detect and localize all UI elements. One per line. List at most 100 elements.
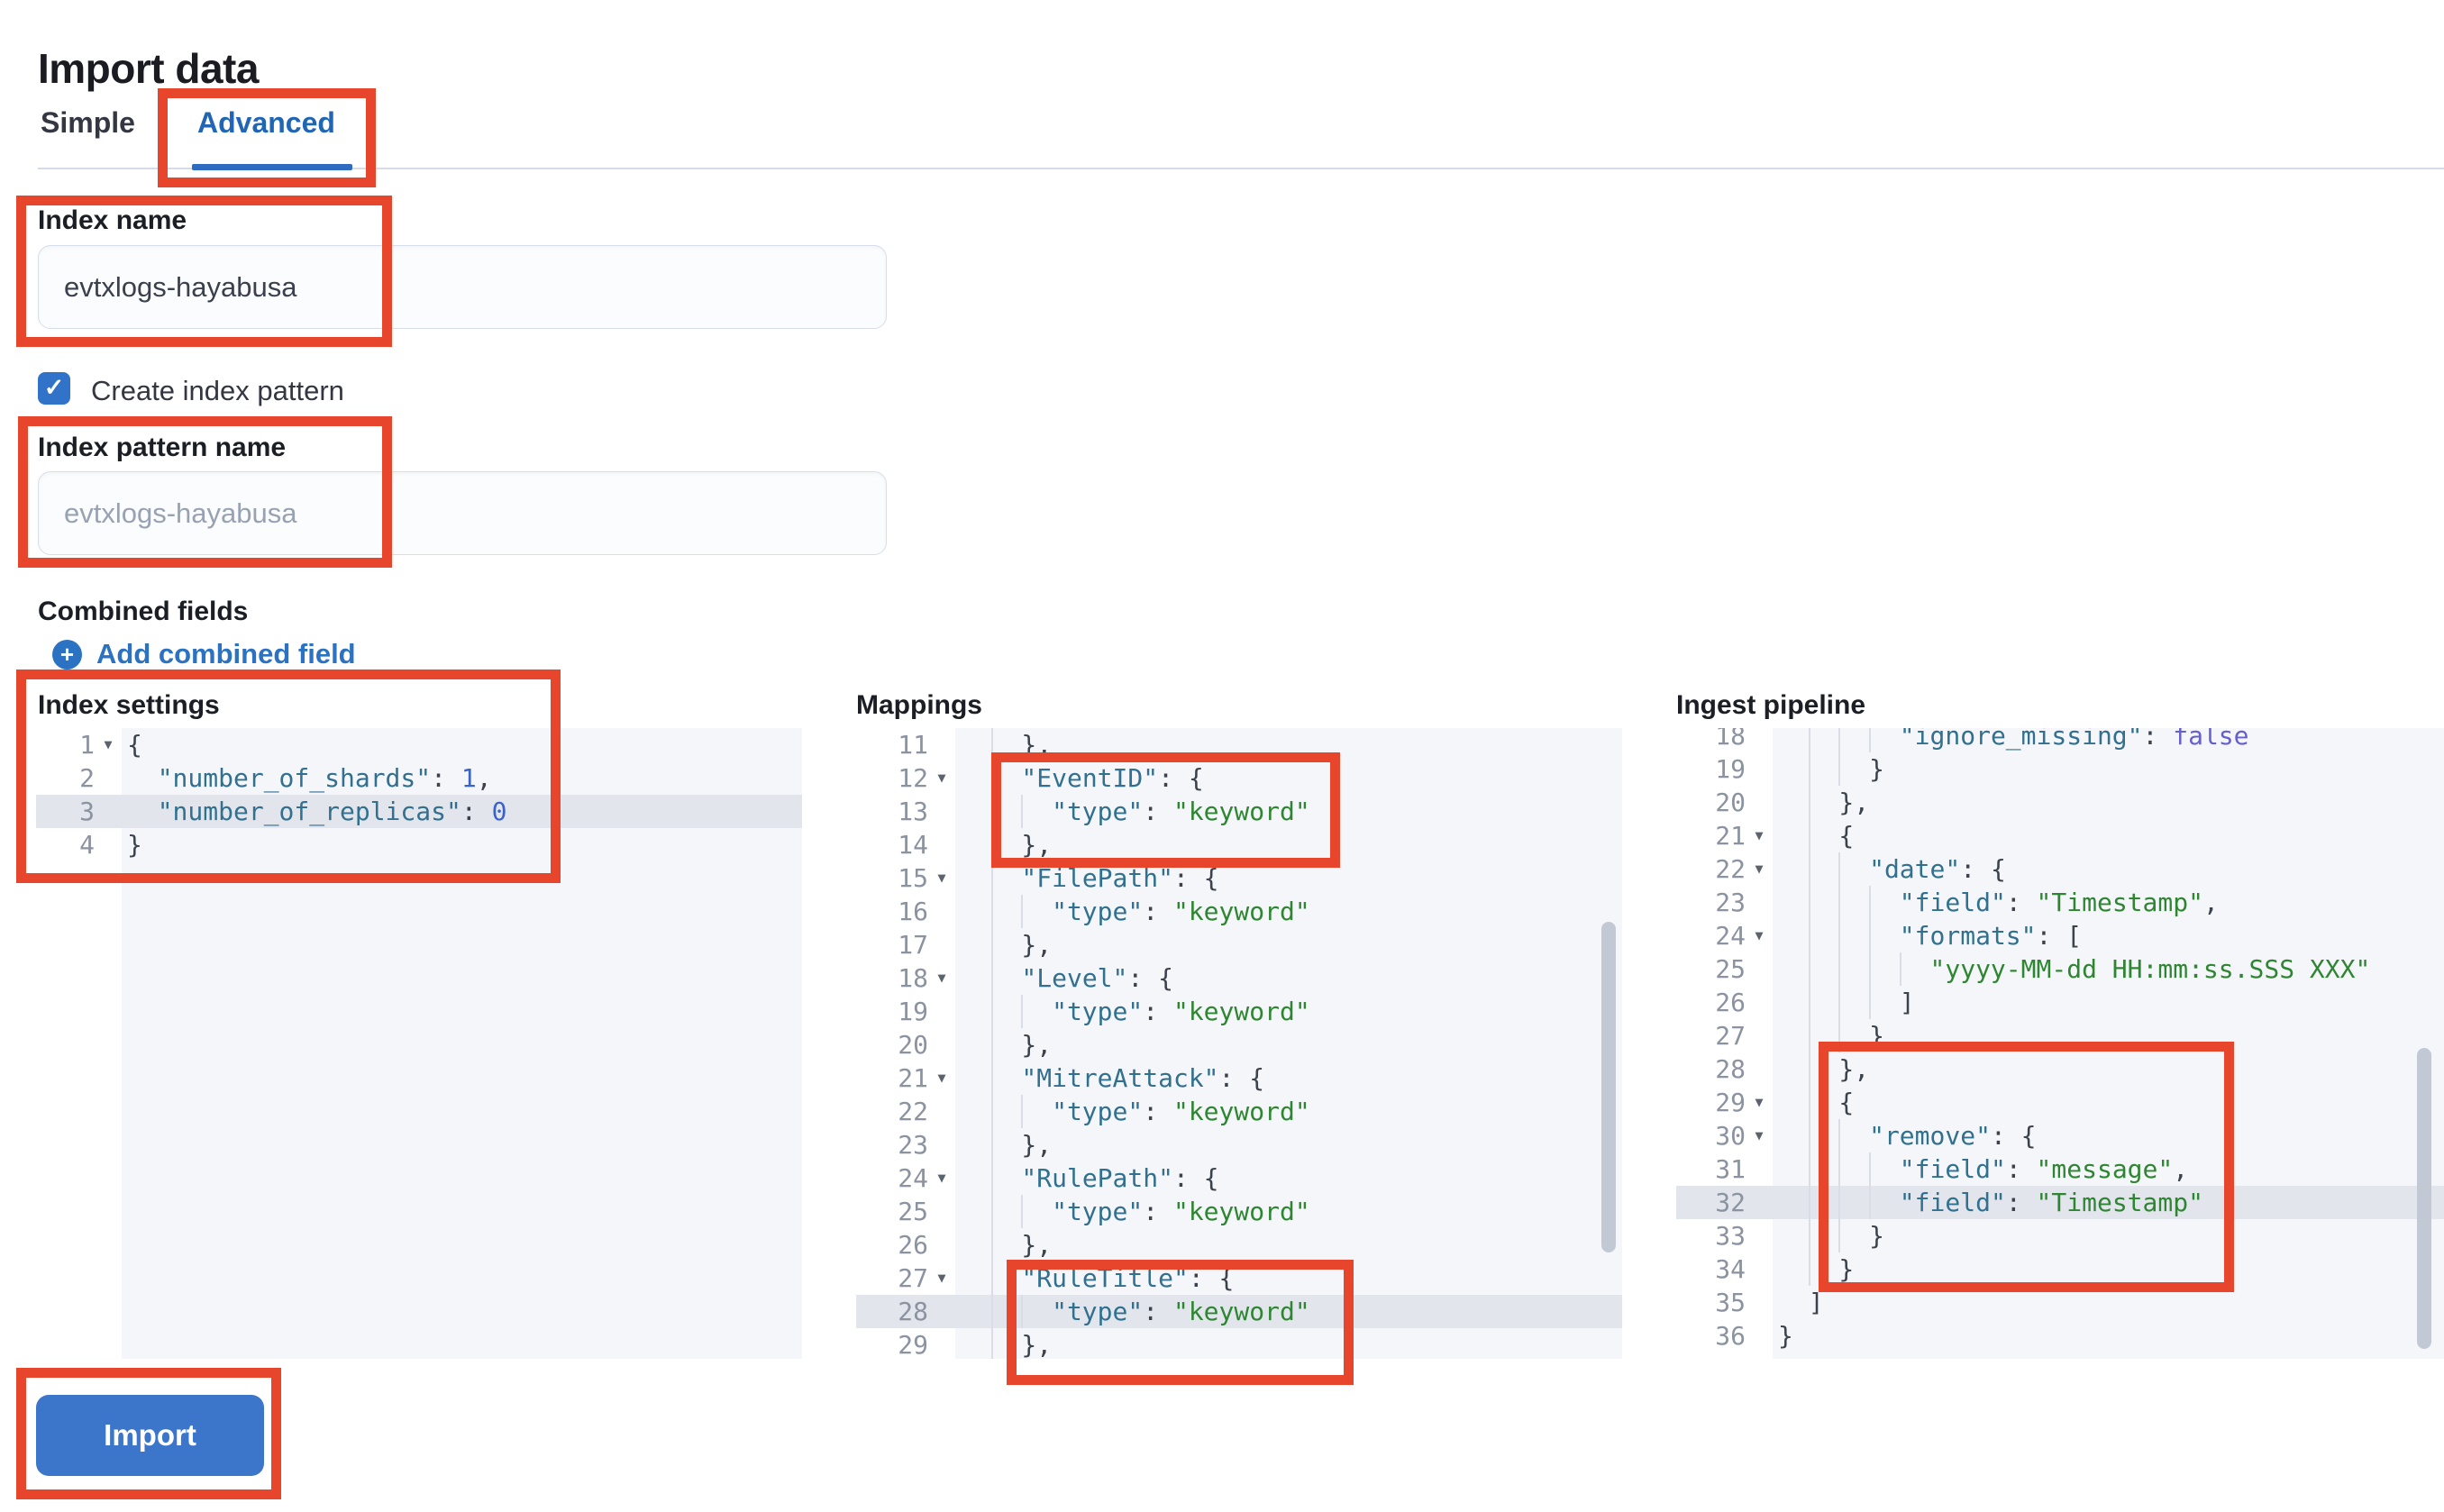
editor-content-background (955, 728, 1622, 1359)
line-number: 20 (898, 1030, 928, 1060)
indent-guide (1808, 728, 1810, 752)
indent-guide (990, 1262, 993, 1295)
line-number: 21 (898, 1063, 928, 1093)
ingest-pipeline-scrollbar[interactable] (2417, 1048, 2431, 1349)
mappings-editor[interactable]: 11},12▼"EventID": {13"type": "keyword"14… (856, 728, 1622, 1359)
code-text: "RuleTitle": { (1021, 1263, 1235, 1293)
code-line: 20}, (856, 1028, 1622, 1061)
index-name-input[interactable] (38, 245, 887, 329)
fold-arrow-icon[interactable]: ▼ (937, 1070, 946, 1086)
code-text: "type": "keyword" (1052, 1197, 1310, 1226)
indent-guide (1808, 819, 1810, 852)
fold-arrow-icon[interactable]: ▼ (937, 1270, 946, 1286)
code-line: 27} (1676, 1019, 2444, 1052)
fold-arrow-icon[interactable]: ▼ (937, 1170, 946, 1186)
tab-simple[interactable]: Simple (41, 106, 135, 139)
indent-guide (990, 1195, 993, 1228)
index-settings-editor[interactable]: 1▼{2"number_of_shards": 1,3"number_of_re… (36, 728, 802, 1359)
indent-guide (990, 861, 993, 895)
line-number: 1 (79, 730, 95, 760)
fold-arrow-icon[interactable]: ▼ (1755, 861, 1764, 877)
fold-arrow-icon[interactable]: ▼ (1755, 927, 1764, 943)
indent-guide (1808, 886, 1810, 919)
indent-guide (990, 1228, 993, 1262)
create-index-pattern-checkbox[interactable]: ✓ (38, 372, 70, 405)
line-number: 22 (898, 1097, 928, 1126)
code-line: 25"yyyy-MM-dd HH:mm:ss.SSS XXX" (1676, 952, 2444, 986)
line-number: 15 (898, 863, 928, 893)
code-line: 36} (1676, 1319, 2444, 1353)
line-number: 28 (1715, 1054, 1746, 1084)
line-number: 24 (898, 1163, 928, 1193)
code-text: } (1869, 1021, 1884, 1051)
code-text: "number_of_replicas": 0 (157, 797, 507, 826)
code-line: 21 ▼ "MitreAttack": { (856, 1061, 1622, 1095)
indent-guide (1808, 986, 1810, 1019)
code-text: }, (1021, 930, 1053, 960)
fold-arrow-icon[interactable]: ▼ (937, 770, 946, 786)
code-line: 23}, (856, 1128, 1622, 1161)
indent-guide (1838, 986, 1841, 1019)
add-combined-field-link[interactable]: + Add combined field (52, 638, 356, 670)
line-number: 25 (1715, 954, 1746, 984)
indent-guide (1838, 952, 1841, 986)
page-title: Import data (38, 44, 259, 92)
fold-arrow-icon[interactable]: ▼ (1755, 1127, 1764, 1143)
line-number: 31 (1715, 1154, 1746, 1184)
code-text: "MitreAttack": { (1021, 1063, 1265, 1093)
indent-guide (1021, 1295, 1024, 1328)
fold-arrow-icon[interactable]: ▼ (104, 736, 113, 752)
plus-circle-icon[interactable]: + (52, 639, 82, 669)
code-line: 33} (1676, 1219, 2444, 1252)
fold-arrow-icon[interactable]: ▼ (1755, 1094, 1764, 1110)
code-text: "field": "message", (1899, 1154, 2189, 1184)
code-text: }, (1021, 1030, 1053, 1060)
indent-guide (1838, 1219, 1841, 1252)
code-line: 32"field": "Timestamp" (1676, 1186, 2444, 1219)
fold-arrow-icon[interactable]: ▼ (937, 870, 946, 886)
index-pattern-name-input[interactable] (38, 471, 887, 555)
code-line: 28}, (1676, 1052, 2444, 1086)
code-line: 12▼"EventID": { (856, 761, 1622, 795)
line-number: 21 (1715, 821, 1746, 851)
code-text: }, (1838, 788, 1870, 817)
code-text: "type": "keyword" (1052, 797, 1310, 826)
code-line: 3"number_of_replicas": 0 (36, 795, 802, 828)
code-text: }, (1021, 1230, 1053, 1260)
indent-guide (990, 961, 993, 995)
line-number: 29 (898, 1330, 928, 1359)
code-line: 23"field": "Timestamp", (1676, 886, 2444, 919)
tab-advanced[interactable]: Advanced (197, 106, 335, 139)
code-line: 35] (1676, 1286, 2444, 1319)
fold-arrow-icon[interactable]: ▼ (937, 970, 946, 986)
indent-guide (1021, 795, 1024, 828)
indent-guide (1808, 1152, 1810, 1186)
line-number: 2 (79, 763, 95, 793)
mappings-scrollbar[interactable] (1601, 922, 1616, 1252)
indent-guide (1838, 852, 1841, 886)
indent-guide (990, 1095, 993, 1128)
editor-gutter (36, 728, 122, 1359)
code-text: "date": { (1869, 854, 2006, 884)
line-number: 23 (898, 1130, 928, 1160)
index-pattern-name-label: Index pattern name (38, 433, 287, 462)
line-number: 26 (1715, 988, 1746, 1017)
indent-guide (1808, 852, 1810, 886)
code-text: "type": "keyword" (1052, 897, 1310, 926)
code-text: "formats": [ (1899, 921, 2083, 951)
indent-guide (1869, 952, 1872, 986)
fold-arrow-icon[interactable]: ▼ (1755, 827, 1764, 843)
code-text: }, (1838, 1054, 1870, 1084)
line-number: 24 (1715, 921, 1746, 951)
indent-guide (1869, 1186, 1872, 1219)
indent-guide (1838, 1019, 1841, 1052)
line-number: 27 (898, 1263, 928, 1293)
code-text: { (1838, 821, 1855, 851)
indent-guide (990, 1028, 993, 1061)
indent-guide (990, 895, 993, 928)
index-settings-label: Index settings (38, 690, 220, 720)
code-line: 34} (1676, 1252, 2444, 1286)
import-button[interactable]: Import (36, 1395, 264, 1476)
line-number: 28 (898, 1297, 928, 1326)
